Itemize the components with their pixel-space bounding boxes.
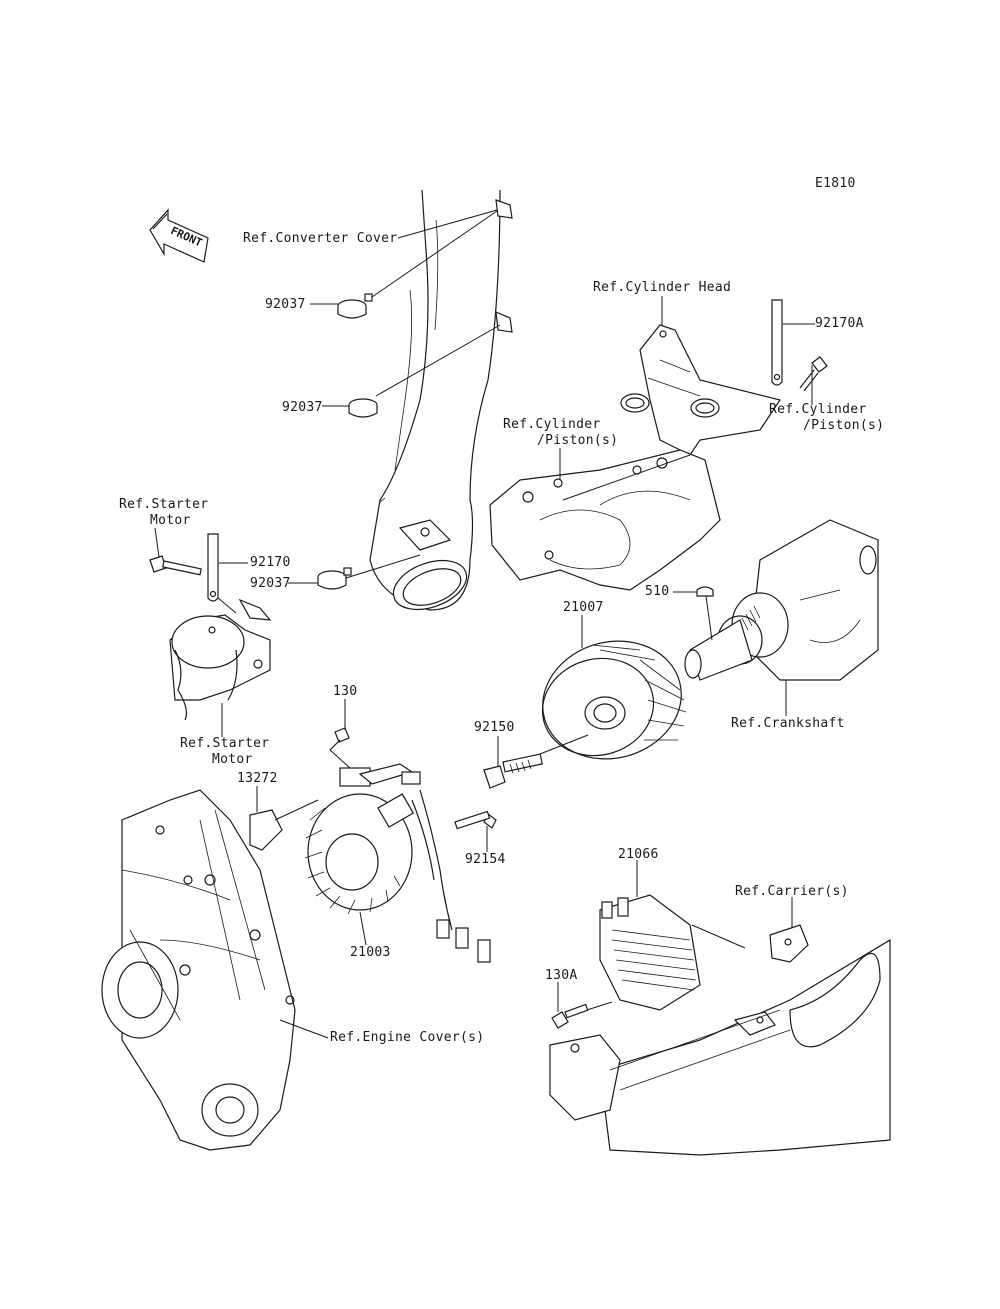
label-130a: 130A xyxy=(545,968,578,983)
starter-motor-bracket xyxy=(169,598,272,721)
leader-lines xyxy=(154,209,815,1039)
label-21007: 21007 xyxy=(563,600,604,615)
bolt-92154 xyxy=(454,810,497,830)
label-92154: 92154 xyxy=(465,852,506,867)
diagram-code: E1810 xyxy=(815,176,856,191)
bolt-near-92170a xyxy=(799,356,828,392)
clamp-92037-b xyxy=(348,398,378,418)
strap-92170 xyxy=(207,533,219,602)
crankshaft xyxy=(684,519,879,681)
label-21066: 21066 xyxy=(618,847,659,862)
cylinder-piston-plate xyxy=(489,449,721,591)
bracket-13272 xyxy=(249,809,283,851)
label-92037-c: 92037 xyxy=(250,576,291,591)
regulator-21066 xyxy=(599,894,701,1011)
label-130: 130 xyxy=(333,684,358,699)
label-ref-starter-motor-top-2: Motor xyxy=(150,513,191,528)
cylinder-head xyxy=(620,324,781,456)
bolt-130a xyxy=(551,1003,589,1029)
label-13272: 13272 xyxy=(237,771,278,786)
converter-cover xyxy=(369,189,513,611)
label-ref-engine-covers: Ref.Engine Cover(s) xyxy=(330,1030,485,1045)
starter-bolt xyxy=(149,555,202,576)
clamp-92037-c xyxy=(317,567,352,590)
label-92150: 92150 xyxy=(474,720,515,735)
label-92037-a: 92037 xyxy=(265,297,306,312)
label-ref-cyl-piston-right-2: /Piston(s) xyxy=(803,418,885,433)
label-92037-b: 92037 xyxy=(282,400,323,415)
label-92170a: 92170A xyxy=(815,316,864,331)
bolt-92150 xyxy=(483,753,543,789)
rotor-21007 xyxy=(541,640,687,760)
key-510 xyxy=(696,586,714,597)
label-92170: 92170 xyxy=(250,555,291,570)
label-ref-converter-cover: Ref.Converter Cover xyxy=(243,231,398,246)
label-21003: 21003 xyxy=(350,945,391,960)
label-ref-cyl-piston-mid-2: /Piston(s) xyxy=(537,433,619,448)
strap-92170a xyxy=(771,299,783,386)
label-510: 510 xyxy=(645,584,670,599)
frame-carriers xyxy=(549,924,891,1156)
label-ref-carriers: Ref.Carrier(s) xyxy=(735,884,849,899)
label-ref-cylinder-head: Ref.Cylinder Head xyxy=(593,280,732,295)
label-ref-starter-motor-bottom-1: Ref.Starter xyxy=(180,736,270,751)
engine-cover xyxy=(101,789,296,1151)
label-ref-cyl-piston-right-1: Ref.Cylinder xyxy=(769,402,867,417)
label-ref-crankshaft: Ref.Crankshaft xyxy=(731,716,845,731)
front-arrow-icon: FRONT xyxy=(149,208,209,263)
stator-21003 xyxy=(304,763,491,963)
label-ref-cyl-piston-mid-1: Ref.Cylinder xyxy=(503,417,601,432)
clamp-92037-a xyxy=(337,293,373,319)
label-ref-starter-motor-top-1: Ref.Starter xyxy=(119,497,209,512)
label-ref-starter-motor-bottom-2: Motor xyxy=(212,752,253,767)
bolt-130 xyxy=(329,727,350,751)
